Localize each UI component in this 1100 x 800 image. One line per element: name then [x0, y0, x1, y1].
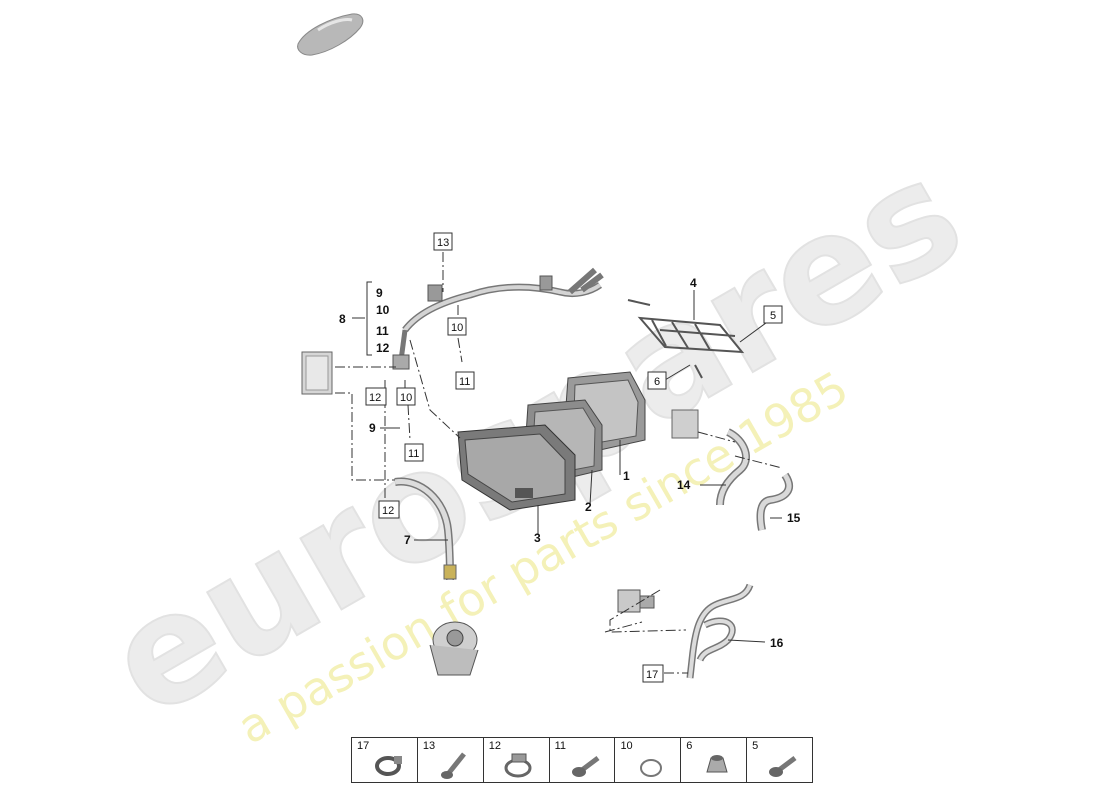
- small-parts-legend: 17 13 12 11 10 6: [351, 737, 813, 783]
- solid-leaders: [352, 281, 782, 643]
- battery-module-3: [457, 424, 576, 511]
- bolt-icon: [440, 752, 466, 779]
- callout-1: 1: [623, 469, 630, 483]
- legend-number: 10: [620, 740, 633, 752]
- callout-10-group: 10: [376, 303, 390, 317]
- boxed-callout-10-top: 10: [447, 317, 467, 336]
- grommet-icon: [706, 755, 728, 773]
- callout-7: 7: [404, 533, 411, 547]
- legend-cell-5: 5: [747, 738, 812, 782]
- coolant-hose-15: [756, 472, 793, 531]
- boxed-callout-11-left: 11: [404, 443, 424, 462]
- legend-number: 11: [554, 740, 566, 752]
- wiring-harness: [392, 267, 604, 370]
- screw-icon: [571, 756, 600, 777]
- svg-text:12: 12: [369, 392, 381, 404]
- svg-text:11: 11: [408, 448, 419, 460]
- callout-16: 16: [770, 636, 784, 650]
- callout-15: 15: [787, 511, 801, 525]
- boxed-callout-6: 6: [647, 371, 667, 390]
- callout-14: 14: [677, 478, 691, 492]
- legend-number: 13: [422, 740, 436, 752]
- coolant-line-16: [686, 583, 754, 679]
- callout-9-group: 9: [376, 286, 383, 300]
- svg-text:5: 5: [770, 310, 776, 322]
- svg-text:13: 13: [437, 237, 449, 249]
- callout-11-group: 11: [376, 324, 389, 338]
- pump-block: [671, 409, 699, 439]
- callout-4: 4: [690, 276, 697, 290]
- boxed-callout-17: 17: [642, 664, 664, 683]
- boxed-callout-13: 13: [433, 232, 453, 251]
- boxed-callout-10-left: 10: [396, 387, 416, 406]
- legend-cell-17: 17: [352, 738, 418, 782]
- coolant-hose-14: [716, 428, 750, 506]
- legend-cell-10: 10: [615, 738, 682, 782]
- legend-number: 5: [752, 740, 759, 752]
- boxed-callout-5: 5: [763, 305, 783, 324]
- callout-8: 8: [339, 312, 346, 326]
- legend-cell-13: 13: [418, 738, 484, 782]
- boxed-callout-12-left: 12: [365, 387, 387, 406]
- svg-text:6: 6: [654, 376, 660, 388]
- legend-number: 17: [357, 740, 370, 752]
- coolant-hose-7: [394, 477, 457, 581]
- relay-module: [301, 351, 333, 395]
- car-thumbnail-icon: [297, 13, 364, 56]
- callout-3: 3: [534, 531, 541, 545]
- bolt-icon: [769, 756, 797, 777]
- boxed-callout-12-bottom: 12: [378, 500, 400, 519]
- o-ring-icon: [640, 759, 663, 777]
- hose-clip-icon: [504, 753, 532, 778]
- svg-text:12: 12: [382, 505, 394, 517]
- valve-unit: [617, 589, 655, 613]
- hose-clamp-icon: [375, 756, 402, 776]
- legend-number: 12: [488, 740, 501, 752]
- callout-2: 2: [585, 500, 592, 514]
- svg-text:10: 10: [400, 392, 412, 404]
- boxed-callout-11-top: 11: [455, 371, 475, 390]
- legend-number: 6: [686, 740, 693, 752]
- svg-text:17: 17: [646, 669, 658, 681]
- mounting-bracket: [627, 299, 745, 379]
- svg-text:11: 11: [459, 376, 470, 388]
- legend-cell-6: 6: [681, 738, 748, 782]
- legend-cell-12: 12: [484, 738, 550, 782]
- svg-text:10: 10: [451, 322, 463, 334]
- callout-9: 9: [369, 421, 376, 435]
- legend-cell-11: 11: [550, 738, 616, 782]
- callout-12-group: 12: [376, 341, 390, 355]
- water-pump: [429, 621, 479, 676]
